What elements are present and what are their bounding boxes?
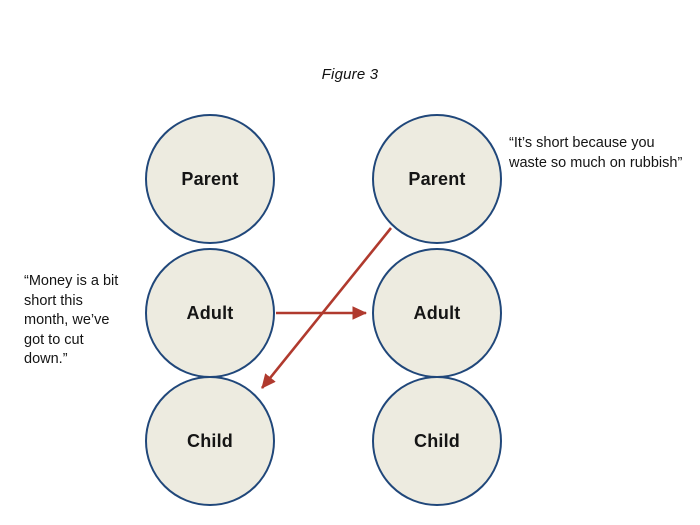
ego-state-circle-right-adult[interactable]: Adult: [372, 248, 502, 378]
ego-state-circle-right-child[interactable]: Child: [372, 376, 502, 506]
ego-state-circle-right-parent[interactable]: Parent: [372, 114, 502, 244]
ego-state-circle-left-child[interactable]: Child: [145, 376, 275, 506]
ego-state-label: Adult: [186, 302, 234, 323]
ego-state-label: Child: [187, 430, 233, 451]
annotation-left-quote: “Money is a bit short this month, we’ve …: [24, 273, 119, 368]
ego-state-label: Adult: [413, 302, 461, 323]
ego-state-label: Parent: [181, 168, 239, 189]
ego-state-circle-left-parent[interactable]: Parent: [145, 114, 275, 244]
ego-state-label: Parent: [408, 168, 466, 189]
ego-state-circle-left-adult[interactable]: Adult: [145, 248, 275, 378]
page-title: Figure 3: [321, 66, 379, 83]
ego-state-label: Child: [414, 430, 460, 451]
annotation-right-quote: “It’s short because you waste so much on…: [509, 135, 683, 171]
